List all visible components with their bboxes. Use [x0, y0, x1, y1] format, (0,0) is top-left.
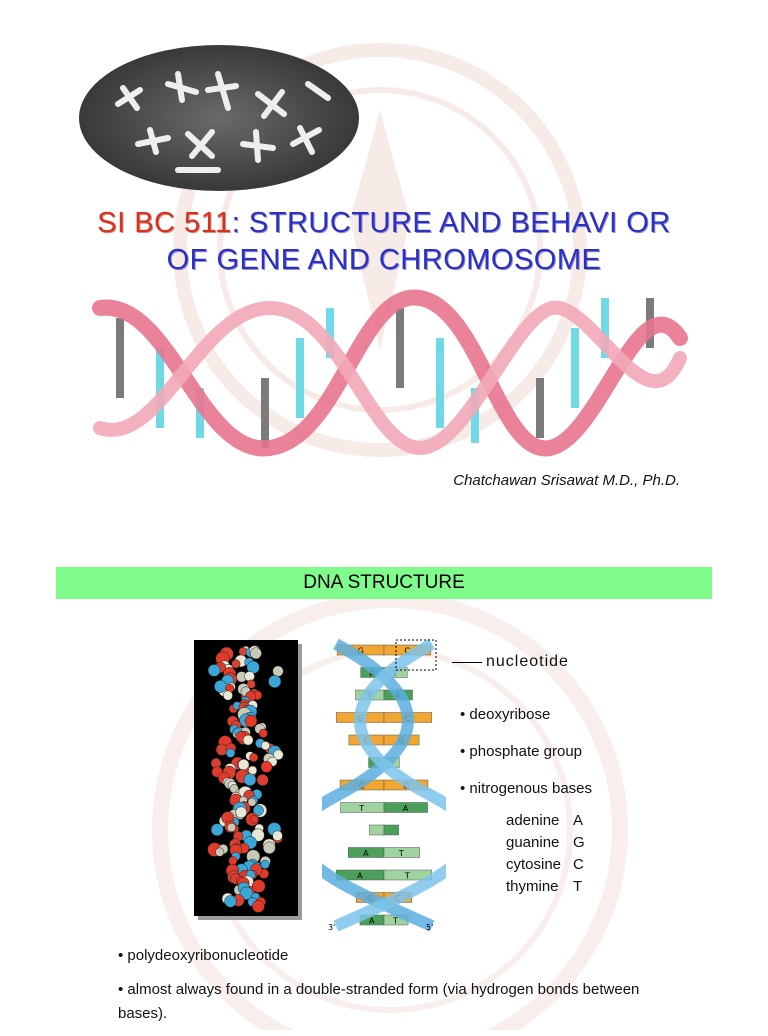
base-letter: C: [573, 856, 584, 873]
bases-table: adenine A guanine G cytosine C thymine T: [506, 810, 597, 898]
strand-end-5prime: 5': [426, 923, 433, 932]
atom-sphere: [207, 664, 221, 677]
atom-sphere: [228, 856, 238, 866]
base-letter-label: C: [404, 647, 410, 656]
dna-helix-illustration: [92, 289, 688, 457]
atom-sphere: [252, 879, 266, 893]
atom-sphere: [247, 797, 257, 807]
base-row: thymine T: [506, 876, 597, 898]
atom-sphere: [249, 814, 259, 824]
base-row: cytosine C: [506, 854, 597, 876]
base-letter: G: [573, 834, 585, 851]
base-block: [383, 802, 428, 813]
atom-sphere: [239, 886, 253, 900]
base-letter: A: [573, 812, 584, 829]
atom-sphere: [249, 752, 259, 763]
slide-title: SI BC 511: STRUCTURE AND BEHAVI OR OF GE…: [0, 205, 768, 279]
base-letter-label: T: [404, 872, 410, 881]
atom-sphere: [244, 714, 258, 728]
base-row: guanine G: [506, 832, 597, 854]
atom-sphere: [244, 671, 255, 682]
atom-sphere: [260, 741, 270, 751]
atom-sphere: [224, 895, 237, 908]
bullet-nitrogenous-bases: • nitrogenous bases: [460, 780, 593, 797]
author-name: Chatchawan Srisawat M.D., Ph.D.: [453, 472, 680, 489]
bottom-points: • polydeoxyribonucleotide • almost alway…: [118, 944, 658, 1036]
point-double-stranded: • almost always found in a double-strand…: [118, 981, 640, 1022]
point-polydeoxyribonucleotide: • polydeoxyribonucleotide: [118, 947, 289, 964]
base-block: [369, 824, 385, 836]
atom-sphere: [249, 647, 262, 660]
base-letter: T: [573, 878, 583, 895]
base-letter-label: A: [403, 804, 409, 813]
course-code: SI BC 511: [97, 207, 232, 239]
atom-sphere: [260, 859, 270, 869]
section-title: DNA STRUCTURE: [303, 572, 465, 593]
base-letter-label: T: [392, 917, 398, 926]
atom-sphere: [214, 680, 227, 693]
atom-sphere: [222, 690, 233, 701]
atom-sphere: [268, 675, 282, 688]
base-row: adenine A: [506, 810, 597, 832]
atom-sphere: [215, 847, 225, 857]
base-letter-label: T: [398, 849, 404, 858]
space-filling-dna-model-image: [194, 640, 298, 916]
strand-end-3prime: 3': [328, 923, 335, 932]
base-name: cytosine: [506, 856, 562, 873]
atom-sphere: [225, 748, 236, 758]
atom-sphere: [226, 822, 236, 833]
atom-sphere: [248, 765, 258, 775]
atom-sphere: [263, 841, 276, 855]
atom-sphere: [210, 823, 224, 837]
atom-sphere: [246, 679, 256, 689]
atom-sphere: [252, 805, 264, 816]
base-letter-label: A: [357, 872, 363, 881]
base-name: thymine: [506, 878, 559, 895]
atom-sphere: [256, 774, 269, 786]
nucleotide-label: nucleotide: [486, 653, 569, 670]
atom-sphere: [273, 749, 284, 761]
title-line-2: OF GENE AND CHROMOSOME: [166, 244, 602, 276]
section-header-bar: [56, 567, 712, 599]
atom-sphere: [258, 728, 268, 738]
base-letter-label: G: [358, 647, 364, 656]
chromosome-micrograph-image: [79, 45, 359, 191]
component-bullets: • deoxyribose • phosphate group • nitrog…: [460, 706, 592, 817]
base-letter-label: A: [363, 849, 369, 858]
base-block: [383, 824, 399, 836]
bullet-deoxyribose: • deoxyribose: [460, 706, 551, 723]
base-block: [383, 847, 420, 858]
bullet-phosphate-group: • phosphate group: [460, 743, 583, 760]
base-name: guanine: [506, 834, 560, 851]
title-text: : STRUCTURE AND BEHAVI OR: [231, 207, 671, 239]
atom-sphere: [231, 659, 241, 669]
base-name: adenine: [506, 812, 560, 829]
atom-sphere: [272, 665, 284, 677]
base-letter-label: A: [369, 917, 375, 926]
atom-sphere: [260, 760, 273, 773]
atom-sphere: [235, 806, 248, 819]
base-letter-label: T: [358, 804, 364, 813]
atom-sphere: [243, 773, 257, 786]
atom-sphere: [272, 830, 283, 841]
nucleotide-leader-line: [452, 662, 482, 663]
atom-sphere: [252, 900, 265, 913]
atom-sphere: [242, 734, 254, 746]
